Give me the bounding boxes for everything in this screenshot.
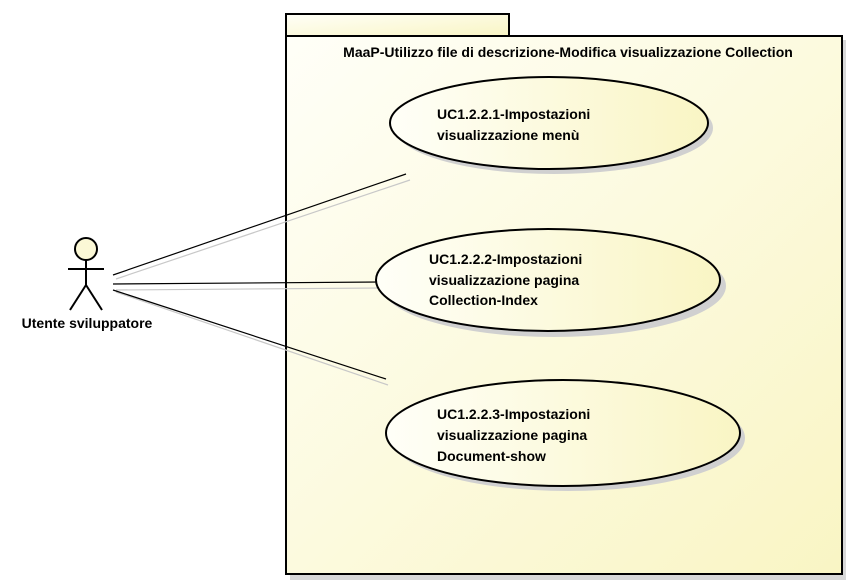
actor-name: Utente sviluppatore: [22, 315, 153, 331]
package-title: MaaP-Utilizzo file di descrizione-Modifi…: [343, 44, 793, 60]
package-tab: [285, 13, 510, 37]
use-case-3-ellipse: [385, 379, 741, 487]
use-case-3-label-line-1: UC1.2.2.3-Impostazioni: [437, 406, 590, 422]
use-case-3[interactable]: UC1.2.2.3-Impostazioni visualizzazione p…: [385, 379, 745, 491]
use-case-2-label-line-2: visualizzazione pagina: [429, 272, 579, 288]
use-case-2-label-line-1: UC1.2.2.2-Impostazioni: [429, 251, 582, 267]
use-case-1-label-line-2: visualizzazione menù: [437, 127, 579, 143]
use-case-1-ellipse: [389, 76, 709, 170]
use-case-3-label-line-3: Document-show: [437, 448, 546, 464]
actor-head: [74, 237, 98, 261]
actor-stick-figure[interactable]: [68, 237, 104, 311]
association-uc1[interactable]: [112, 173, 407, 276]
association-uc2[interactable]: [112, 281, 381, 285]
use-case-1[interactable]: UC1.2.2.1-Impostazioni visualizzazione m…: [389, 76, 713, 174]
association-uc3[interactable]: [112, 289, 387, 380]
use-case-2-label-line-3: Collection-Index: [429, 292, 538, 308]
association-shadows: [115, 179, 411, 386]
use-case-3-label-line-2: visualizzazione pagina: [437, 427, 587, 443]
use-case-2[interactable]: UC1.2.2.2-Impostazioni visualizzazione p…: [375, 228, 726, 337]
use-case-1-label-line-1: UC1.2.2.1-Impostazioni: [437, 106, 590, 122]
use-case-2-ellipse: [375, 228, 721, 332]
